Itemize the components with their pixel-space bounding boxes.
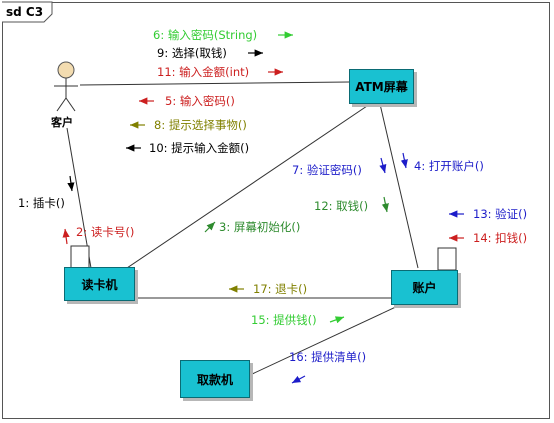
message-m13: 13: 验证() bbox=[473, 207, 528, 221]
message-m6: 6: 输入密码(String) bbox=[153, 28, 258, 42]
actor-figure-icon bbox=[54, 61, 78, 112]
arrow-m4 bbox=[400, 152, 408, 169]
link-actor-atm bbox=[79, 81, 350, 86]
account-marker bbox=[437, 247, 457, 271]
arrow-m3 bbox=[204, 221, 216, 233]
reader-marker bbox=[70, 245, 90, 269]
message-m8: 8: 提示选择事物() bbox=[154, 118, 247, 132]
card-reader-object[interactable]: 读卡机 bbox=[64, 267, 135, 301]
message-m9: 9: 选择(取钱) bbox=[157, 46, 227, 60]
link-atm-reader bbox=[126, 103, 371, 269]
frame-tab bbox=[2, 1, 53, 23]
message-m11: 11: 输入金额(int) bbox=[157, 65, 250, 79]
account-object[interactable]: 账户 bbox=[391, 270, 458, 305]
message-m16: 16: 提供清单() bbox=[289, 350, 367, 364]
message-m2: 2: 读卡号() bbox=[76, 225, 135, 239]
arrow-m2 bbox=[62, 228, 70, 245]
message-m14: 14: 扣钱() bbox=[473, 231, 528, 245]
message-m5: 5: 输入密码() bbox=[165, 94, 235, 108]
link-account-dispenser bbox=[249, 304, 401, 376]
atm-screen-object[interactable]: ATM屏幕 bbox=[349, 69, 414, 104]
message-m1: 1: 插卡() bbox=[18, 196, 65, 210]
message-m15: 15: 提供钱() bbox=[251, 313, 317, 327]
arrow-m12 bbox=[381, 196, 389, 213]
message-m3: 3: 屏幕初始化() bbox=[219, 220, 301, 234]
link-atm-account bbox=[379, 103, 419, 269]
message-m12: 12: 取钱() bbox=[314, 199, 369, 213]
arrow-m1 bbox=[67, 175, 75, 192]
dispenser-object[interactable]: 取款机 bbox=[180, 360, 250, 398]
arrow-m16 bbox=[291, 375, 306, 384]
message-m4: 4: 打开账户() bbox=[414, 159, 484, 173]
arrow-m15 bbox=[329, 316, 345, 324]
frame-title: sd C3 bbox=[6, 5, 44, 19]
message-m17: 17: 退卡() bbox=[253, 282, 308, 296]
link-actor-reader bbox=[66, 127, 92, 269]
arrow-m7 bbox=[379, 157, 387, 174]
message-m7: 7: 验证密码() bbox=[292, 163, 362, 177]
sequence-frame bbox=[2, 2, 550, 419]
actor-label: 客户 bbox=[51, 116, 73, 129]
message-m10: 10: 提示输入金额() bbox=[149, 141, 250, 155]
